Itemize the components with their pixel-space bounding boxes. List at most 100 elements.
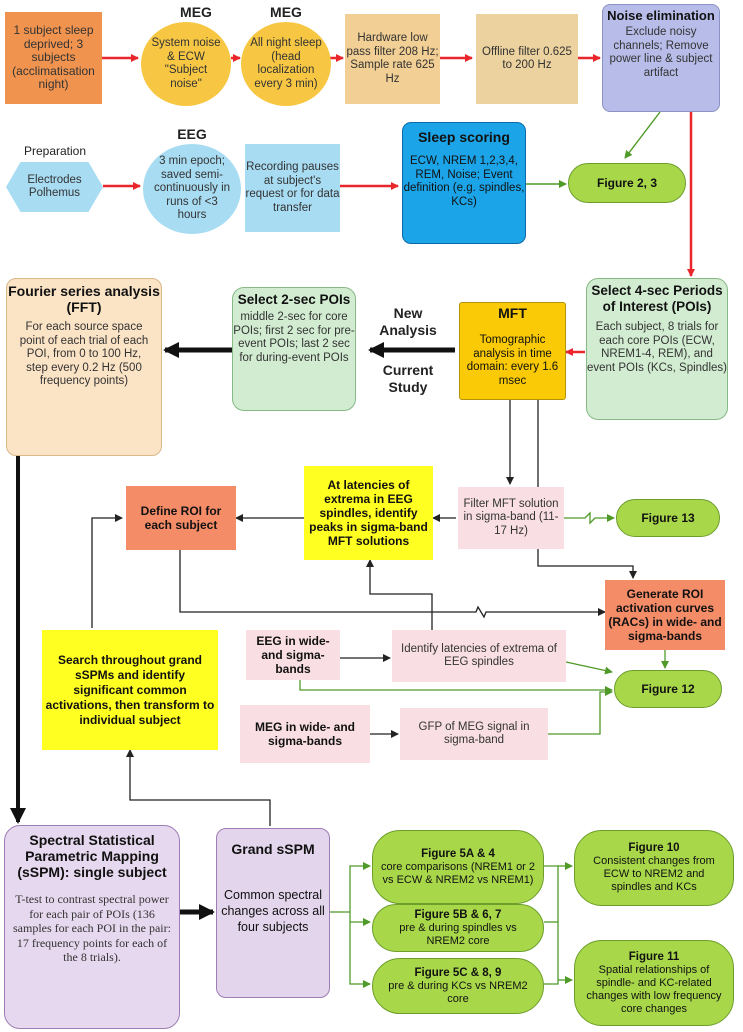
sleep-title: Sleep scoring xyxy=(418,129,510,145)
figure-5b-text: pre & during spindles vs NREM2 core xyxy=(399,921,517,947)
select-2sec-box: Select 2-sec POIs middle 2-sec for core … xyxy=(232,287,356,411)
sspm-text: T-test to contrast spectral power for ea… xyxy=(13,892,171,964)
mft-box: MFT Tomographic analysis in time domain:… xyxy=(459,302,566,400)
meg2-title: MEG xyxy=(270,4,302,20)
figure-5b-title: Figure 5B & 6, 7 xyxy=(414,908,502,921)
latencies-peaks-box: At latencies of extrema in EEG spindles,… xyxy=(304,466,433,560)
preparation-label: Preparation xyxy=(23,144,87,158)
grand-sspm-box: Grand sSPM Common spectral changes acros… xyxy=(216,828,330,998)
arrow-noise-fig23 xyxy=(624,111,661,159)
noise-elimination-box: Noise elimination Exclude noisy channels… xyxy=(602,4,720,112)
meg2-circle: All night sleep (head localization every… xyxy=(241,22,331,106)
select-4sec-text: Each subject, 8 trials for each core POI… xyxy=(587,321,727,374)
gfp-box: GFP of MEG signal in sigma-band xyxy=(400,708,548,760)
gfp-text: GFP of MEG signal in sigma-band xyxy=(418,720,530,747)
figure-10-pill[interactable]: Figure 10 Consistent changes from ECW to… xyxy=(574,830,734,906)
arrow-grand-fig5a xyxy=(349,862,371,912)
mft-text: Tomographic analysis in time domain: eve… xyxy=(466,334,559,387)
meg2-text: All night sleep (head localization every… xyxy=(250,37,322,90)
grand-text: Common spectral changes across all four … xyxy=(221,888,325,934)
filter-mft-text: Filter MFT solution in sigma-band (11-17… xyxy=(463,497,559,537)
select-4sec-title: Select 4-sec Periods of Interest (POIs) xyxy=(591,283,723,314)
current-study-label: Current Study xyxy=(382,362,434,395)
figure-5a-title: Figure 5A & 4 xyxy=(421,847,495,860)
hardware-filter-box: Hardware low pass filter 208 Hz; Sample … xyxy=(345,14,440,104)
hardware-text: Hardware low pass filter 208 Hz; Sample … xyxy=(346,32,439,85)
figure-2-3-pill[interactable]: Figure 2, 3 xyxy=(568,163,686,203)
arrow-grand-fig5c xyxy=(349,912,371,988)
recording-text: Recording pauses at subject's request or… xyxy=(245,161,340,214)
noise-title: Noise elimination xyxy=(607,8,715,23)
select-2sec-title: Select 2-sec POIs xyxy=(237,292,351,307)
define-roi-box: Define ROI for each subject xyxy=(126,486,236,550)
fft-title: Fourier series analysis (FFT) xyxy=(8,283,160,315)
sleep-text: ECW, NREM 1,2,3,4, REM, Noise; Event def… xyxy=(403,155,525,208)
arrow-search-roi xyxy=(91,514,123,628)
select-4sec-box: Select 4-sec Periods of Interest (POIs) … xyxy=(586,278,728,420)
generate-roi-text: Generate ROI activation curves (RACs) in… xyxy=(608,587,722,643)
figure-5a-pill[interactable]: Figure 5A & 4 core comparisons (NREM1 or… xyxy=(372,830,544,904)
sspm-box: Spectral Statistical Parametric Mapping … xyxy=(4,825,180,1029)
meg-wide-box: MEG in wide- and sigma-bands xyxy=(240,705,370,763)
select-2sec-text: middle 2-sec for core POIs; first 2 sec … xyxy=(233,311,355,364)
figure-12-pill[interactable]: Figure 12 xyxy=(614,670,722,708)
eeg-text: 3 min epoch; saved semi-continuously in … xyxy=(153,155,231,222)
eeg-circle: 3 min epoch; saved semi-continuously in … xyxy=(143,144,241,234)
figure-11-title: Figure 11 xyxy=(628,950,680,963)
meg1-text: System noise & ECW "Subject noise" xyxy=(151,37,221,90)
figure-10-text: Consistent changes from ECW to NREM2 and… xyxy=(593,855,715,893)
search-text: Search throughout grand sSPMs and identi… xyxy=(45,652,215,727)
latencies-text: At latencies of extrema in EEG spindles,… xyxy=(309,478,428,548)
identify-latencies-box: Identify latencies of extrema of EEG spi… xyxy=(392,630,566,682)
figure-11-pill[interactable]: Figure 11 Spatial relationships of spind… xyxy=(574,940,734,1026)
search-grand-box: Search throughout grand sSPMs and identi… xyxy=(42,630,218,750)
subjects-text: 1 subject sleep deprived; 3 subjects (ac… xyxy=(12,23,95,92)
figure-5b-pill[interactable]: Figure 5B & 6, 7 pre & during spindles v… xyxy=(372,904,544,952)
arrow-filter-fig13 xyxy=(564,511,615,525)
electrodes-text: Electrodes Polhemus xyxy=(27,173,82,200)
figure-12-label: Figure 12 xyxy=(641,682,695,696)
figure-11-text: Spatial relationships of spindle- and KC… xyxy=(586,963,722,1015)
mft-title: MFT xyxy=(498,305,527,321)
grand-title: Grand sSPM xyxy=(231,841,315,857)
figure-5c-text: pre & during KCs vs NREM2 core xyxy=(388,979,528,1005)
figure-5c-pill[interactable]: Figure 5C & 8, 9 pre & during KCs vs NRE… xyxy=(372,958,544,1014)
eeg-wide-box: EEG in wide-and sigma-bands xyxy=(246,630,340,680)
arrow-grand-search xyxy=(126,749,271,826)
figure-13-label: Figure 13 xyxy=(641,511,695,525)
arrow-roi-generate xyxy=(179,550,606,619)
meg-wide-text: MEG in wide- and sigma-bands xyxy=(254,720,355,748)
arrow-eegwide-fig12 xyxy=(299,680,613,694)
meg1-circle: System noise & ECW "Subject noise" xyxy=(141,22,231,106)
recording-pauses-box: Recording pauses at subject's request or… xyxy=(245,144,340,232)
figure-5a-text: core comparisons (NREM1 or 2 vs ECW & NR… xyxy=(380,860,536,886)
figure-2-3-label: Figure 2, 3 xyxy=(596,176,658,190)
define-roi-text: Define ROI for each subject xyxy=(140,504,222,532)
filter-mft-box: Filter MFT solution in sigma-band (11-17… xyxy=(458,487,564,549)
arrow-mft-generate xyxy=(537,400,637,579)
eeg-wide-text: EEG in wide-and sigma-bands xyxy=(256,634,330,676)
sleep-scoring-box: Sleep scoring ECW, NREM 1,2,3,4, REM, No… xyxy=(402,122,526,244)
figure-10-title: Figure 10 xyxy=(628,842,680,854)
arrow-gfp-fig12 xyxy=(548,688,613,735)
noise-text: Exclude noisy channels; Remove power lin… xyxy=(609,26,713,79)
arrow-identify-fig12 xyxy=(565,661,613,675)
subjects-box: 1 subject sleep deprived; 3 subjects (ac… xyxy=(5,12,102,104)
figure-13-pill[interactable]: Figure 13 xyxy=(616,499,720,537)
offline-filter-box: Offline filter 0.625 to 200 Hz xyxy=(476,14,578,104)
fft-box: Fourier series analysis (FFT) For each s… xyxy=(6,278,162,456)
fft-text: For each source space point of each tria… xyxy=(19,321,149,387)
eeg-title: EEG xyxy=(177,126,207,142)
meg1-title: MEG xyxy=(180,4,212,20)
arrow-fig5-bus xyxy=(544,865,559,985)
sspm-title: Spectral Statistical Parametric Mapping … xyxy=(17,832,167,880)
electrodes-hexagon: Electrodes Polhemus xyxy=(6,162,103,212)
new-analysis-label: New Analysis xyxy=(379,305,437,338)
figure-5c-title: Figure 5C & 8, 9 xyxy=(414,966,502,979)
generate-roi-box: Generate ROI activation curves (RACs) in… xyxy=(605,580,725,650)
identify-latencies-text: Identify latencies of extrema of EEG spi… xyxy=(401,642,557,669)
arrow-identify-latencies xyxy=(366,559,433,630)
offline-text: Offline filter 0.625 to 200 Hz xyxy=(482,45,572,72)
